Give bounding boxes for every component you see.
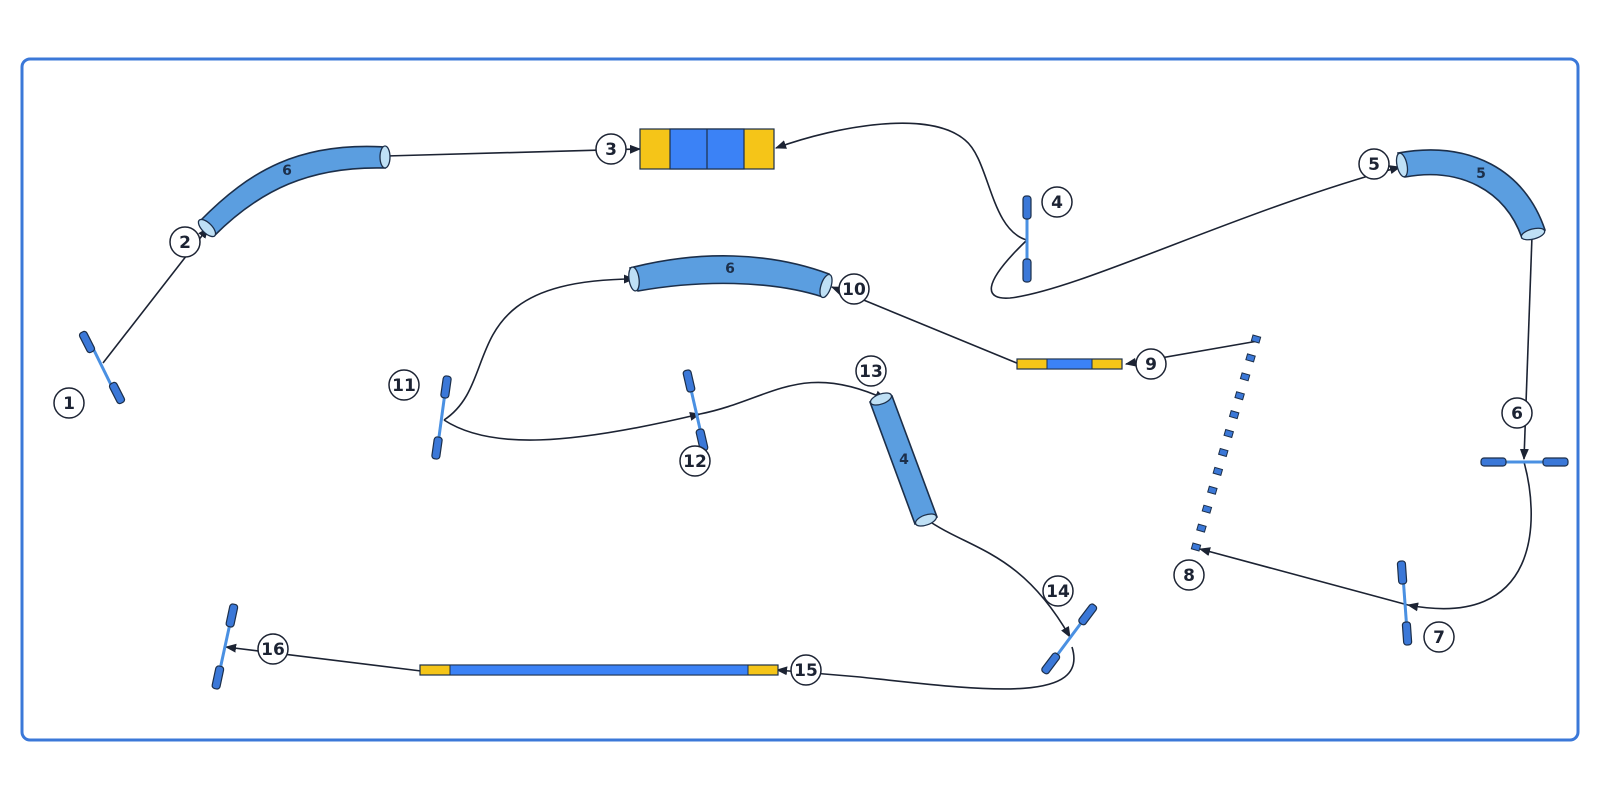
rail-stud bbox=[1239, 372, 1251, 382]
svg-text:3: 3 bbox=[605, 140, 617, 160]
svg-text:9: 9 bbox=[1145, 355, 1157, 375]
svg-text:6: 6 bbox=[1511, 404, 1523, 424]
wire-11-to-tube bbox=[443, 274, 636, 421]
rail-stud bbox=[1212, 466, 1224, 476]
wire-11-to-12 bbox=[443, 411, 702, 441]
coupler-large bbox=[639, 128, 775, 170]
step-9: 9 bbox=[1135, 348, 1167, 380]
svg-text:8: 8 bbox=[1183, 566, 1195, 586]
step-1: 1 bbox=[53, 387, 85, 419]
connection-wires bbox=[102, 122, 1533, 690]
rail-stud bbox=[1201, 504, 1213, 514]
dotted-rail bbox=[1190, 334, 1262, 552]
wire-12-to-13 bbox=[699, 381, 887, 415]
rail-stud bbox=[1217, 447, 1229, 458]
step-8: 8 bbox=[1173, 559, 1205, 591]
svg-text:11: 11 bbox=[392, 376, 416, 396]
step-7: 7 bbox=[1423, 621, 1455, 653]
clamp-12 bbox=[682, 369, 709, 452]
step-labels: 1 2 3 4 5 6 7 8 9 10 11 12 13 14 15 16 bbox=[53, 133, 1533, 686]
clamp-7 bbox=[1396, 560, 1413, 646]
clamp-1 bbox=[78, 330, 126, 405]
step-14: 14 bbox=[1042, 575, 1074, 607]
tube-length-label: 6 bbox=[725, 261, 735, 277]
tube-length-label: 5 bbox=[1476, 166, 1486, 182]
rail-stud bbox=[1228, 410, 1240, 420]
step-13: 13 bbox=[855, 355, 887, 387]
wire-7-to-8 bbox=[1198, 547, 1409, 606]
step-5: 5 bbox=[1358, 148, 1390, 180]
step-11: 11 bbox=[388, 369, 420, 401]
wire-14-to-15 bbox=[775, 646, 1075, 690]
tube-middle: 6 bbox=[628, 255, 833, 299]
clamp-14 bbox=[1041, 603, 1098, 675]
clamp-6 bbox=[1480, 457, 1569, 467]
svg-text:16: 16 bbox=[261, 640, 285, 660]
tube-length-label: 4 bbox=[899, 452, 909, 468]
rail-stud bbox=[1190, 542, 1202, 552]
tube-top-right: 5 bbox=[1395, 149, 1547, 241]
wire-4-to-5 bbox=[990, 165, 1402, 299]
step-2: 2 bbox=[169, 226, 201, 258]
rail-stud bbox=[1250, 334, 1262, 344]
clamp-11 bbox=[431, 375, 452, 460]
svg-text:10: 10 bbox=[842, 280, 866, 300]
step-15: 15 bbox=[790, 654, 822, 686]
svg-text:4: 4 bbox=[1051, 193, 1063, 213]
svg-text:12: 12 bbox=[683, 452, 707, 472]
svg-text:15: 15 bbox=[794, 661, 818, 681]
step-12: 12 bbox=[679, 445, 711, 477]
wire-6-to-7 bbox=[1406, 461, 1532, 612]
step-3: 3 bbox=[595, 133, 627, 165]
rail-stud bbox=[1207, 485, 1218, 495]
coupler-long bbox=[419, 664, 779, 676]
step-4: 4 bbox=[1041, 186, 1073, 218]
rail-stud bbox=[1245, 353, 1256, 363]
tube-length-label: 6 bbox=[282, 163, 292, 179]
tube-vertical: 4 bbox=[868, 392, 939, 527]
tube-segment-icon bbox=[198, 145, 386, 238]
rail-stud bbox=[1234, 391, 1245, 401]
svg-text:1: 1 bbox=[63, 394, 75, 414]
svg-text:5: 5 bbox=[1368, 155, 1380, 175]
clamp-16 bbox=[211, 603, 239, 690]
rail-stud bbox=[1196, 523, 1207, 533]
svg-text:7: 7 bbox=[1433, 628, 1445, 648]
diagram-frame bbox=[20, 57, 1580, 742]
wire-coupler-to-16 bbox=[224, 643, 422, 672]
coupler-small bbox=[1016, 358, 1123, 370]
wire-13-to-14 bbox=[925, 518, 1071, 638]
tube-top-left: 6 bbox=[197, 145, 391, 238]
svg-text:13: 13 bbox=[859, 362, 883, 382]
step-16: 16 bbox=[257, 633, 289, 665]
wire-4-to-3 bbox=[774, 122, 1028, 241]
svg-text:14: 14 bbox=[1046, 582, 1070, 602]
tube-segment-icon bbox=[1396, 149, 1547, 240]
step-6: 6 bbox=[1501, 397, 1533, 429]
clamp-4 bbox=[1022, 195, 1032, 283]
rail-stud bbox=[1223, 428, 1235, 439]
step-10: 10 bbox=[838, 273, 870, 305]
svg-text:2: 2 bbox=[179, 233, 191, 253]
